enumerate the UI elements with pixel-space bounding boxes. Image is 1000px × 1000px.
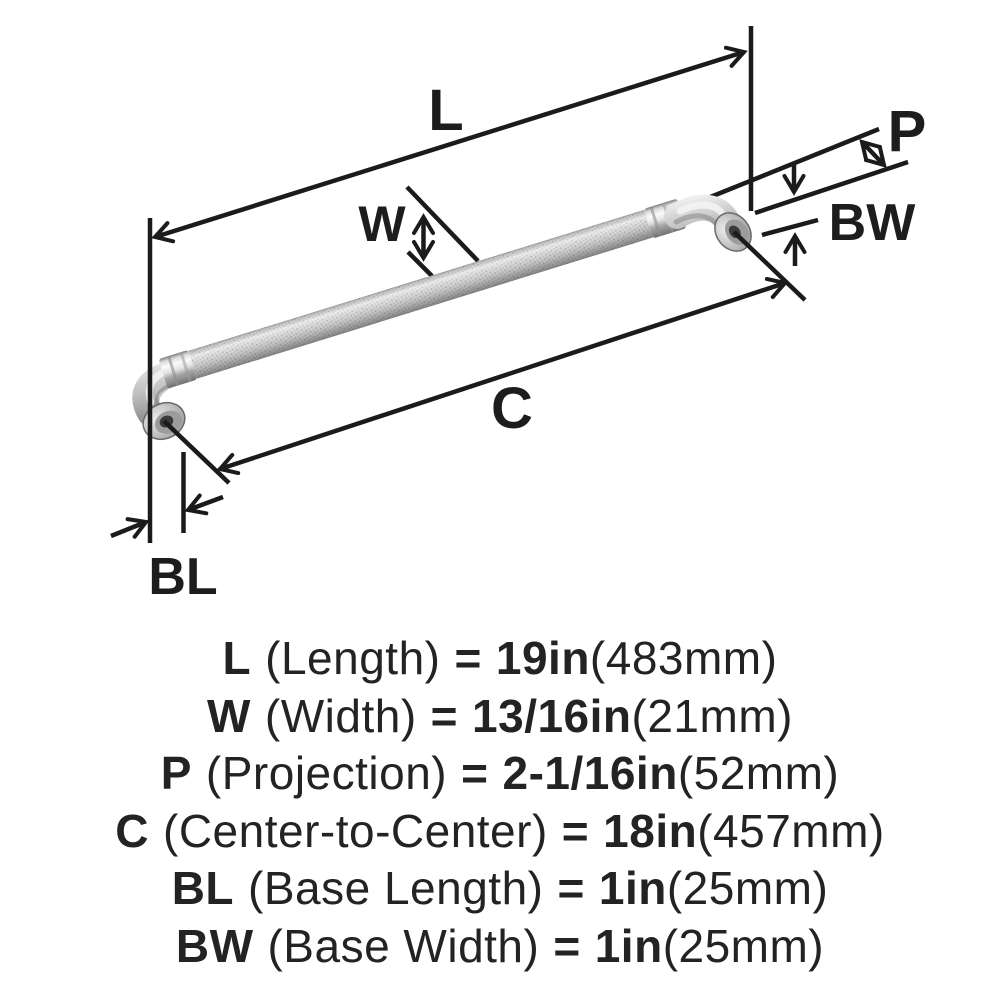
spec-value-metric: (25mm) xyxy=(666,862,829,915)
spec-value-inches: 19in xyxy=(495,632,590,684)
spec-row-base-width: BW(Base Width)=1in(25mm) xyxy=(0,918,1000,976)
spec-label: (Width) xyxy=(264,689,417,742)
equals-sign: = xyxy=(561,804,590,857)
spec-row-projection: P(Projection)=2-1/16in(52mm) xyxy=(0,745,1000,803)
spec-code: W xyxy=(207,689,251,742)
spec-code: P xyxy=(160,747,192,800)
spec-value-inches: 18in xyxy=(603,804,698,857)
equals-sign: = xyxy=(461,747,489,800)
dimension-spec-list: L(Length)=19in(483mm) W(Width)=13/16in(2… xyxy=(0,630,1000,976)
center-line-left xyxy=(162,419,231,485)
equals-sign: = xyxy=(553,919,581,972)
right-elbow-highlight xyxy=(676,201,725,216)
spec-label: (Base Width) xyxy=(267,919,540,972)
spec-code: BW xyxy=(175,919,254,972)
dimension-lines-back xyxy=(151,26,909,533)
callout-W: W xyxy=(358,196,406,252)
spec-row-base-length: BL(Base Length)=1in(25mm) xyxy=(0,860,1000,918)
extension-line-P-bottom xyxy=(754,159,909,216)
dimension-lines-front xyxy=(110,218,807,543)
spec-value-inches: 2-1/16in xyxy=(502,747,678,800)
equals-sign: = xyxy=(557,862,585,915)
spec-value-metric: (21mm) xyxy=(631,689,793,742)
spec-value-metric: (25mm) xyxy=(662,919,825,972)
callout-P: P xyxy=(888,99,927,164)
spec-code: L xyxy=(222,632,252,684)
spec-label: (Base Length) xyxy=(248,862,544,915)
equals-sign: = xyxy=(430,689,459,742)
extension-line-BW-bottom xyxy=(761,217,819,238)
callout-BL: BL xyxy=(148,548,217,606)
tick-line-W-long xyxy=(405,185,480,263)
callout-C: C xyxy=(491,376,533,441)
spec-code: BL xyxy=(171,862,235,915)
handle-dimension-drawing: L W P BW C BL xyxy=(110,26,927,606)
callout-BW: BW xyxy=(829,194,917,252)
spec-value-metric: (483mm) xyxy=(589,632,778,684)
equals-sign: = xyxy=(454,632,482,684)
spec-row-center-to-center: C (Center-to-Center)=18in(457mm) xyxy=(0,803,1000,861)
spec-row-width: W(Width)=13/16in(21mm) xyxy=(0,688,1000,746)
spec-label: (Length) xyxy=(265,632,441,684)
spec-label: (Projection) xyxy=(205,747,448,800)
spec-row-length: L(Length)=19in(483mm) xyxy=(0,630,1000,688)
spec-label: (Center-to-Center) xyxy=(163,804,548,857)
spec-value-inches: 1in xyxy=(594,919,663,972)
dimension-arrow-BL-right xyxy=(184,493,224,516)
dimension-line-C xyxy=(216,276,789,476)
center-line-right xyxy=(732,230,807,302)
callout-L: L xyxy=(428,78,463,143)
spec-value-metric: (52mm) xyxy=(677,747,840,800)
spec-value-inches: 1in xyxy=(598,862,667,915)
dimension-arrow-BL-left xyxy=(110,517,150,539)
extension-line-P-top xyxy=(687,126,880,209)
dimension-line-L xyxy=(151,45,748,244)
spec-value-metric: (457mm) xyxy=(697,804,885,857)
spec-value-inches: 13/16in xyxy=(472,689,632,742)
dimension-arrow-P xyxy=(859,139,887,168)
spec-code: C xyxy=(115,804,149,857)
tick-line-W-short xyxy=(406,250,434,278)
